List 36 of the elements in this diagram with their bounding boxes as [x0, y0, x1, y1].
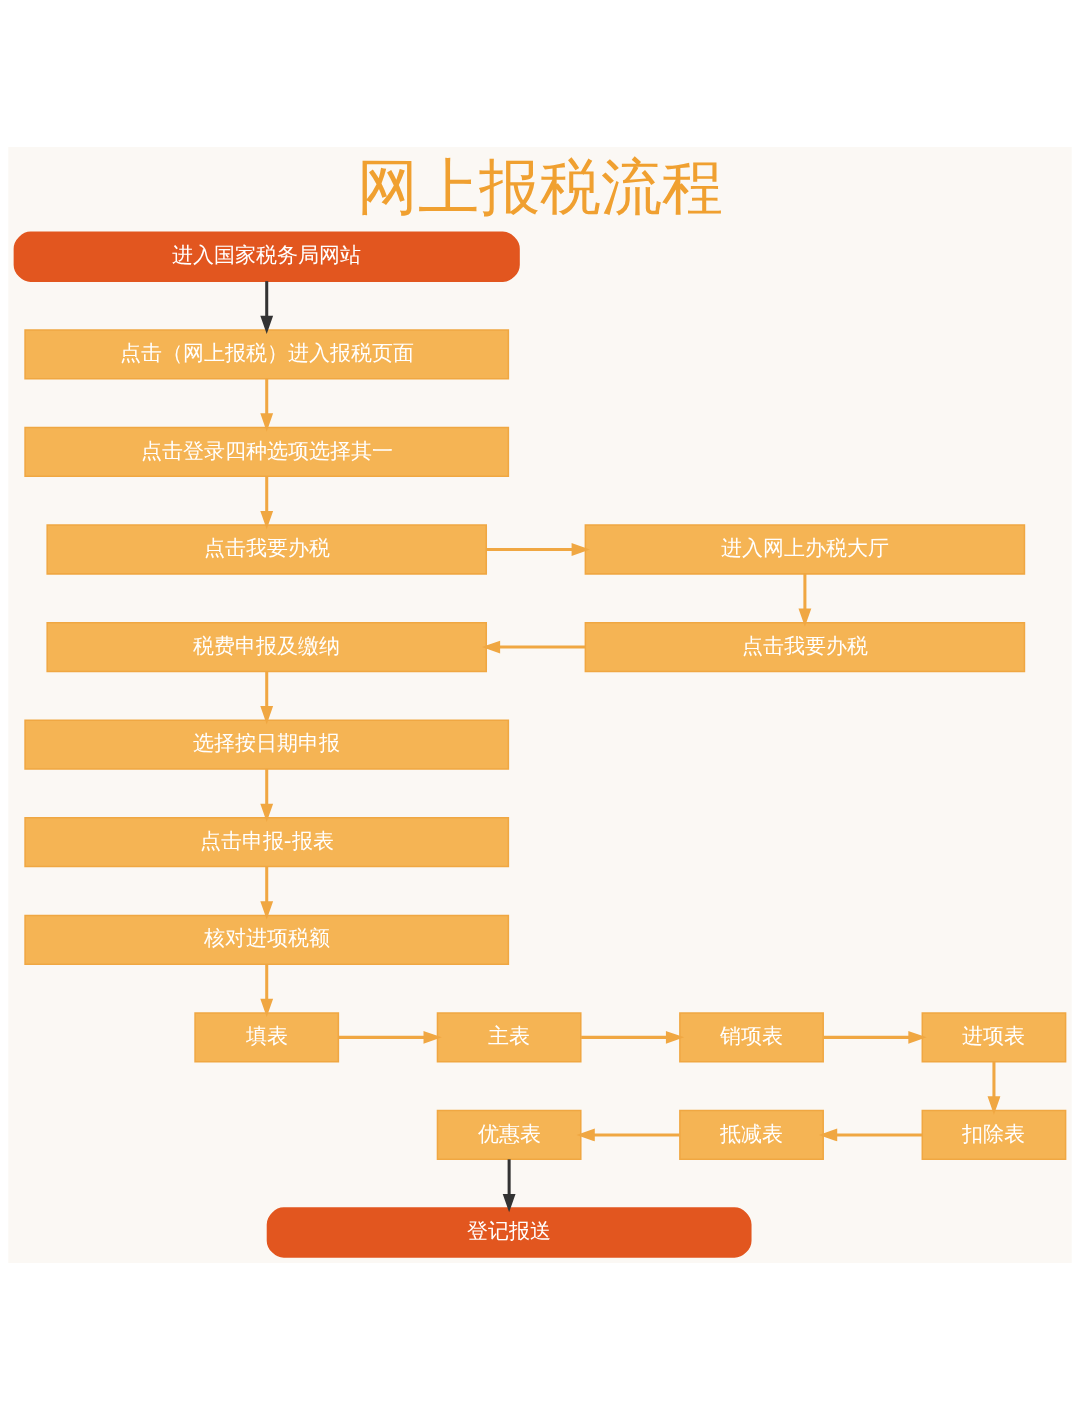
arrow: [581, 1030, 685, 1044]
diagram-title: 网上报税流程: [357, 150, 723, 222]
node-box: 填表: [194, 1011, 340, 1062]
arrow: [260, 475, 274, 529]
node-box: 抵减表: [679, 1109, 824, 1160]
arrow: [338, 1030, 442, 1044]
node-box: 税费申报及缴纳: [46, 621, 487, 672]
node-box: 点击申报-报表: [24, 816, 510, 867]
node-box: 扣除表: [921, 1109, 1067, 1160]
node-box: 优惠表: [436, 1109, 582, 1160]
node-box: 点击登录四种选项选择其一: [24, 426, 510, 477]
arrow: [260, 768, 274, 822]
arrow: [486, 542, 590, 556]
node-box: 进入国家税务局网站: [13, 231, 520, 282]
arrow: [260, 670, 274, 724]
arrow: [818, 1128, 923, 1141]
arrow: [481, 640, 586, 653]
node-box: 销项表: [679, 1011, 824, 1062]
arrow: [260, 866, 274, 920]
node-box: 主表: [436, 1011, 582, 1062]
arrow: [260, 378, 274, 432]
node-box: 点击我要办税: [46, 523, 487, 575]
arrow: [260, 963, 274, 1017]
node-box: 选择按日期申报: [24, 719, 510, 770]
arrow: [823, 1030, 927, 1044]
arrow: [798, 573, 812, 627]
arrow: [502, 1158, 516, 1212]
arrow: [987, 1061, 1001, 1115]
node-box: 进入网上办税大厅: [584, 523, 1026, 575]
node-box: 进项表: [921, 1011, 1067, 1062]
arrow: [260, 280, 274, 334]
node-box: 点击（网上报税）进入报税页面: [24, 328, 510, 379]
node-box: 登记报送: [266, 1206, 752, 1258]
node-box: 核对进项税额: [24, 914, 510, 965]
node-box: 点击我要办税: [584, 621, 1026, 672]
arrow: [576, 1128, 680, 1141]
